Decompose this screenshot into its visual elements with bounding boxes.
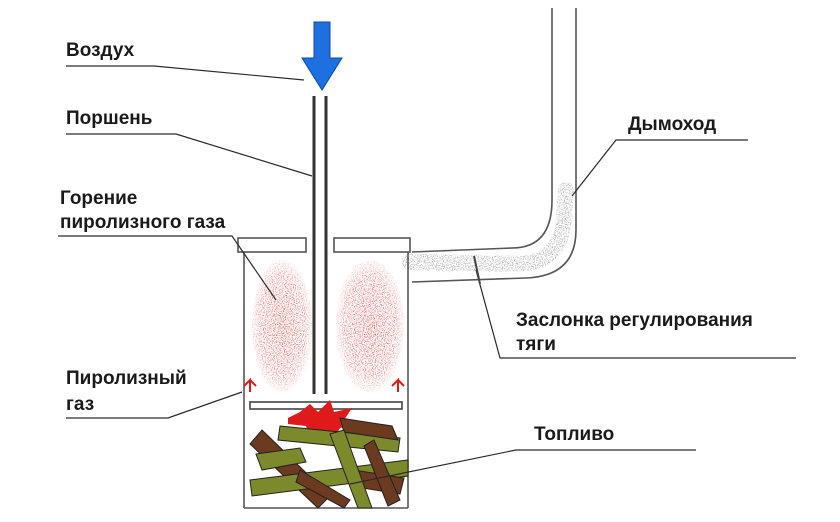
label-chimney: Дымоход	[628, 114, 716, 135]
leader-damper	[475, 269, 796, 359]
down-arrow-icon	[301, 21, 343, 91]
chimney-pipe	[411, 8, 577, 283]
label-combustion-1: Горение	[60, 188, 137, 209]
up-arrow-icon	[243, 377, 257, 392]
label-damper-2: тяги	[516, 334, 556, 355]
leader-pyro-gas	[66, 391, 243, 419]
leader-fuel	[349, 449, 696, 485]
leader-lines	[58, 65, 796, 485]
up-arrow-icon	[391, 377, 405, 392]
flame-left	[252, 260, 312, 392]
label-pyro-gas-2: газ	[66, 394, 94, 415]
leader-combustion	[58, 235, 277, 301]
label-combustion-2: пиролизного газа	[60, 212, 226, 233]
label-damper-1: Заслонка регулирования	[516, 310, 753, 331]
label-fuel: Топливо	[534, 424, 614, 445]
leader-chimney	[571, 139, 748, 197]
damper	[473, 255, 481, 285]
lid-right	[333, 237, 411, 253]
label-pyro-gas-1: Пиролизный	[66, 368, 187, 389]
leader-air	[66, 65, 305, 81]
smoke-trail	[402, 182, 574, 273]
ignition-burst	[288, 400, 362, 438]
lid-left	[237, 237, 307, 253]
flame-right	[336, 260, 404, 392]
fuel-logs	[249, 417, 409, 509]
leader-piston	[66, 133, 313, 177]
label-air: Воздух	[66, 40, 135, 61]
label-piston: Поршень	[66, 108, 152, 129]
